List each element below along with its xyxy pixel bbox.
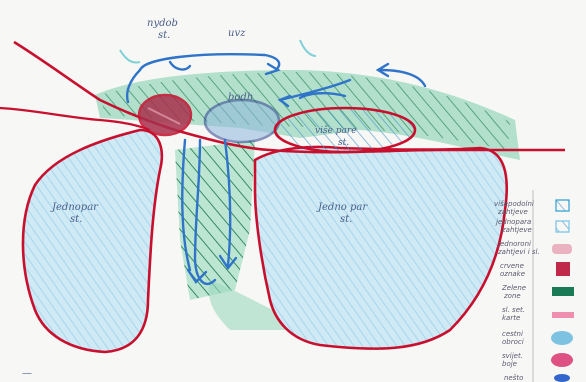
label-left-block-2: st. — [70, 214, 82, 225]
legend-text: zone — [503, 292, 521, 300]
red-node — [139, 95, 191, 135]
legend-item: višepodolni zahtjeve — [494, 200, 569, 216]
legend-text: crvene — [500, 262, 524, 270]
legend-text: zahtjevi i sl. — [497, 248, 540, 256]
cyan-squiggle-2 — [300, 40, 316, 56]
legend-text: cestni — [502, 330, 523, 338]
legend-item: sl. set. karte — [502, 306, 574, 322]
legend-text: svijet. — [502, 352, 523, 360]
legend-text: nešto — [504, 374, 523, 382]
legend-text: Zelene — [501, 284, 526, 292]
label-right-block-1: Jedno par — [316, 202, 368, 213]
label-top-left-2: st. — [158, 30, 170, 41]
label-top-mid: uvz — [228, 28, 246, 39]
legend-text: oznake — [500, 270, 525, 278]
legend-item: crvene oznake — [500, 262, 570, 278]
legend-text: zahtjeve — [497, 208, 528, 216]
legend-swatch — [554, 374, 570, 382]
legend-item: svijet. boje — [502, 352, 573, 368]
legend-text: jednopara — [495, 218, 531, 226]
legend-text: zahtjeve — [501, 226, 532, 234]
legend-item: cestni obroci — [502, 330, 573, 346]
label-left-block-1: Jednopar — [50, 202, 99, 213]
right-block — [255, 147, 507, 349]
legend-swatch — [556, 200, 569, 211]
green-column-hatch — [175, 140, 255, 300]
legend-swatch — [552, 244, 572, 254]
legend-swatch — [551, 331, 573, 345]
legend-swatch — [556, 221, 569, 232]
cyan-squiggle — [120, 50, 140, 63]
legend-text: sl. set. — [502, 306, 525, 314]
legend-swatch — [556, 262, 570, 276]
label-top-left-1: nydob — [147, 18, 178, 29]
label-right-block-2: st. — [340, 214, 352, 225]
left-block — [23, 130, 162, 352]
legend-text: boje — [502, 360, 517, 368]
label-right-oval-2: st. — [338, 138, 349, 148]
legend-text: višepodolni — [494, 200, 534, 208]
legend-text: obroci — [502, 338, 524, 346]
legend-text: karte — [502, 314, 520, 322]
legend-item: jednopara zahtjeve — [495, 218, 569, 234]
legend: višepodolni zahtjeve jednopara zahtjeve … — [494, 190, 574, 382]
label-bottom-left: — — [22, 368, 32, 379]
legend-item: Zelene zone — [501, 284, 574, 300]
legend-swatch — [552, 287, 574, 296]
legend-text: jednoroni — [497, 240, 531, 248]
legend-item: jednoroni zahtjevi i sl. — [497, 240, 572, 256]
legend-item: nešto — [504, 374, 570, 382]
legend-swatch — [552, 312, 574, 318]
legend-swatch — [551, 353, 573, 367]
label-center-oval: bodh — [228, 92, 253, 103]
label-right-oval-1: više pare — [315, 125, 357, 136]
center-oval — [205, 100, 279, 142]
